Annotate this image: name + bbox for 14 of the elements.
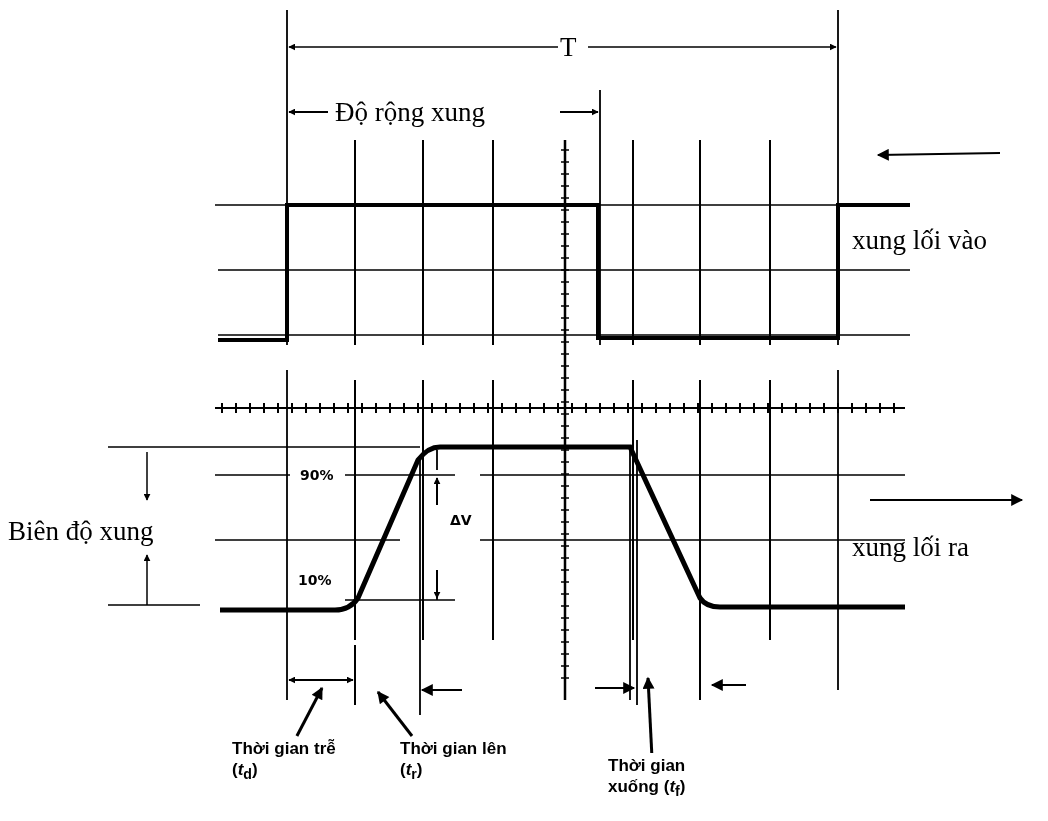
- callout-text: Thời gian xuống (t$_{f}$): [608, 755, 733, 803]
- dimension-label: T: [560, 32, 577, 62]
- dimension-label: Biên độ xung: [8, 516, 154, 546]
- leader-line: [376, 691, 414, 737]
- dimension-label: ΔV: [450, 512, 472, 528]
- leader-line: [642, 676, 655, 754]
- signal-label: xung lối vào: [852, 225, 987, 255]
- signal-label: xung lối ra: [852, 532, 969, 562]
- callout-text: Thời gian trễ (t$_{d}$): [232, 738, 350, 786]
- dimension-label: Độ rộng xung: [335, 97, 485, 127]
- level-label: 10%: [298, 572, 332, 588]
- level-label: 90%: [300, 467, 334, 483]
- leader-line: [295, 686, 324, 737]
- callout-text: Thời gian lên (t$_{r}$): [400, 738, 520, 786]
